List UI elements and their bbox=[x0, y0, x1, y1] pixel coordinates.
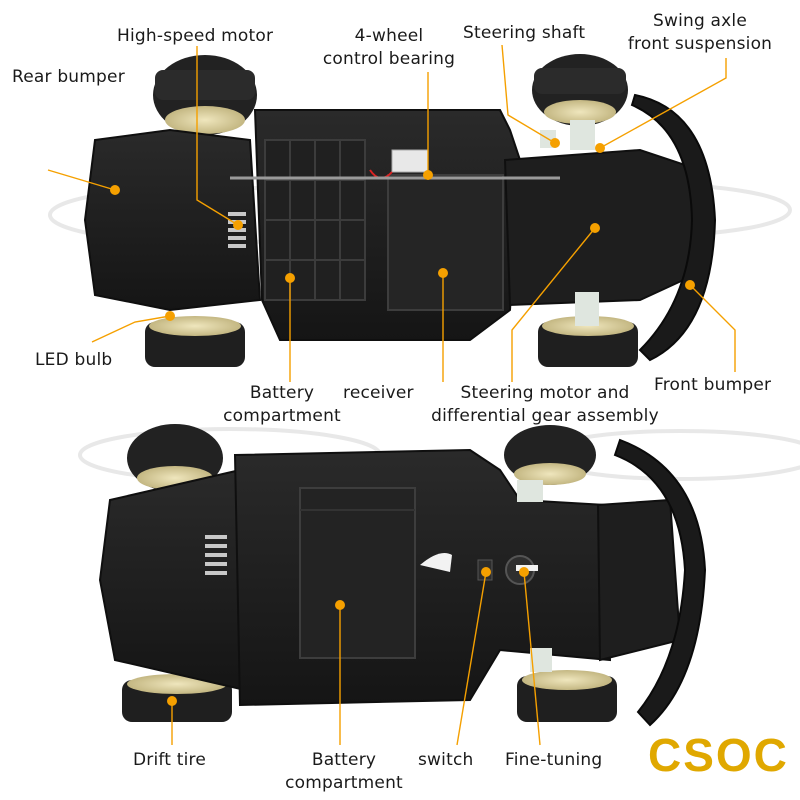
top-rear-left-wheel bbox=[153, 55, 257, 135]
label-fine-tuning: Fine-tuning bbox=[505, 750, 603, 770]
top-car bbox=[83, 54, 717, 367]
top-battery-grid bbox=[264, 139, 366, 301]
label-swing-axle: Swing axle bbox=[652, 11, 748, 31]
label-differential-gear: differential gear assembly bbox=[431, 406, 659, 426]
label-steering-motor: Steering motor and bbox=[460, 383, 630, 403]
bottom-battery-cover bbox=[299, 487, 416, 659]
leader-dots bbox=[110, 138, 695, 706]
bottom-car bbox=[98, 424, 707, 727]
label-4-wheel: 4-wheel bbox=[354, 26, 424, 46]
top-receiver-box bbox=[387, 174, 504, 311]
label-front-bumper: Front bumper bbox=[654, 375, 772, 395]
bottom-front-right-wheel bbox=[517, 670, 617, 722]
label-rear-bumper: Rear bumper bbox=[12, 67, 125, 87]
label-steering-shaft: Steering shaft bbox=[463, 23, 586, 43]
label-control-bearing: control bearing bbox=[322, 49, 456, 69]
leader-lines bbox=[47, 44, 736, 746]
brand-logo: CSOC bbox=[648, 729, 789, 781]
label-compartment-bottom: compartment bbox=[285, 773, 403, 793]
label-high-speed-motor: High-speed motor bbox=[117, 26, 274, 46]
bottom-front-left-wheel bbox=[504, 425, 596, 485]
label-receiver: receiver bbox=[343, 383, 414, 403]
label-led-bulb: LED bulb bbox=[35, 350, 113, 370]
label-battery-bottom: Battery bbox=[311, 750, 377, 770]
label-battery: Battery bbox=[249, 383, 315, 403]
top-rear-right-wheel bbox=[145, 316, 245, 367]
label-compartment: compartment bbox=[223, 406, 341, 426]
label-front-suspension: front suspension bbox=[627, 34, 773, 54]
label-drift-tire: Drift tire bbox=[133, 750, 207, 770]
label-switch: switch bbox=[418, 750, 474, 770]
top-front-left-wheel bbox=[532, 54, 628, 126]
